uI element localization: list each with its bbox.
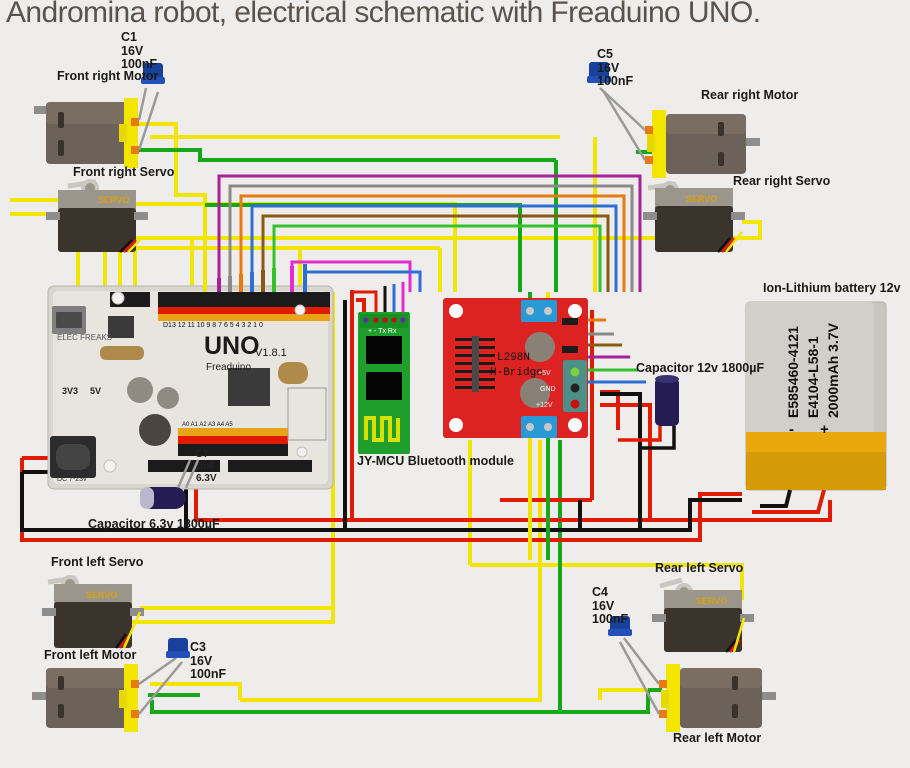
arduino-logo-text: ELEC FREAKS bbox=[57, 333, 112, 342]
c7-volt-label: 6.3V bbox=[196, 473, 217, 484]
servo-brand-fr: SERVO bbox=[98, 195, 129, 205]
capacitor-12v-label: Capacitor 12v 1800µF bbox=[636, 361, 765, 375]
capacitor-6v3-1800uf[interactable] bbox=[140, 459, 200, 509]
front-left-servo[interactable]: SERVO bbox=[42, 575, 144, 649]
arduino-version-text: V1.8.1 bbox=[255, 347, 287, 359]
servo-brand-fl: SERVO bbox=[86, 590, 117, 600]
hbridge-12v-label: +12V bbox=[536, 402, 553, 409]
hbridge-5v-label: +5V bbox=[538, 370, 551, 377]
bluetooth-pin-labels: + - Tx Rx bbox=[368, 328, 397, 335]
battery-code-3: 2000mAh 3.7V bbox=[825, 322, 841, 418]
front-right-servo-label: Front right Servo bbox=[73, 165, 175, 179]
front-left-servo-label: Front left Servo bbox=[51, 555, 144, 569]
digital-pin-numbers: D13 12 11 10 9 8 7 6 5 4 3 2 1 0 bbox=[163, 322, 263, 329]
hbridge-gnd-label: GND bbox=[540, 386, 556, 393]
analog-pin-numbers: A0 A1 A2 A3 A4 A5 bbox=[182, 422, 233, 428]
lithium-battery[interactable]: E585460-4121 E4104-L58-1 2000mAh 3.7V - … bbox=[745, 301, 887, 514]
battery-minus-label: - bbox=[789, 421, 794, 438]
rear-left-servo[interactable]: SERVO bbox=[652, 577, 754, 653]
front-right-motor-label: Front right Motor bbox=[57, 69, 159, 83]
servo-brand-rr: SERVO bbox=[686, 194, 717, 204]
bluetooth-module-label: JY-MCU Bluetooth module bbox=[357, 454, 514, 468]
front-left-motor-label: Front left Motor bbox=[44, 648, 137, 662]
arduino-uno-text: UNO bbox=[204, 332, 260, 360]
battery-code-2: E4104-L58-1 bbox=[805, 336, 821, 418]
c7-val-label: 1mF bbox=[195, 461, 216, 472]
arduino-uno-board[interactable]: UNO V1.8.1 Freaduino ELEC FREAKS 3V3 5V … bbox=[47, 285, 334, 490]
battery-code-1: E585460-4121 bbox=[785, 326, 801, 418]
rear-right-motor[interactable] bbox=[645, 110, 760, 178]
capacitor-c5[interactable] bbox=[587, 62, 647, 161]
capacitor-c3[interactable] bbox=[138, 638, 190, 715]
hbridge-sub-label: H-Bridge bbox=[490, 367, 543, 379]
front-right-motor[interactable] bbox=[34, 98, 139, 168]
capacitor-6v3-label: Capacitor 6.3v 1800µF bbox=[88, 517, 220, 531]
rear-left-motor[interactable] bbox=[659, 664, 776, 732]
servo-brand-rl: SERVO bbox=[696, 596, 727, 606]
rear-right-servo[interactable]: SERVO bbox=[643, 181, 745, 253]
rail-5v-text: 5V bbox=[90, 386, 101, 396]
rear-right-servo-label: Rear right Servo bbox=[733, 174, 831, 188]
rail-3v3-text: 3V3 bbox=[62, 386, 78, 396]
capacitor-12v-1800uf[interactable] bbox=[618, 375, 679, 450]
rear-right-motor-label: Rear right Motor bbox=[701, 88, 799, 102]
arduino-brand-text: Freaduino bbox=[206, 362, 251, 373]
front-left-motor[interactable] bbox=[32, 664, 139, 732]
capacitor-c4[interactable] bbox=[608, 616, 661, 715]
capacitor-c1[interactable] bbox=[137, 63, 165, 151]
l298n-hbridge-module[interactable]: L298N H-Bridge +5V GND +12V bbox=[443, 298, 588, 438]
hbridge-chip-label: L298N bbox=[497, 352, 530, 364]
page-title: Andromina robot, electrical schematic wi… bbox=[6, 0, 761, 29]
front-right-servo[interactable]: SERVO bbox=[46, 179, 148, 253]
rear-left-servo-label: Rear left Servo bbox=[655, 561, 744, 575]
battery-label: Ion-Lithium battery 12v bbox=[763, 281, 901, 295]
c7-ref-label: C7 bbox=[195, 448, 209, 460]
dc-jack-label: DC 7-23v bbox=[57, 476, 87, 483]
rear-left-motor-label: Rear left Motor bbox=[673, 731, 762, 745]
battery-plus-label: + bbox=[820, 421, 829, 438]
bluetooth-module[interactable]: + - Tx Rx bbox=[358, 312, 410, 454]
